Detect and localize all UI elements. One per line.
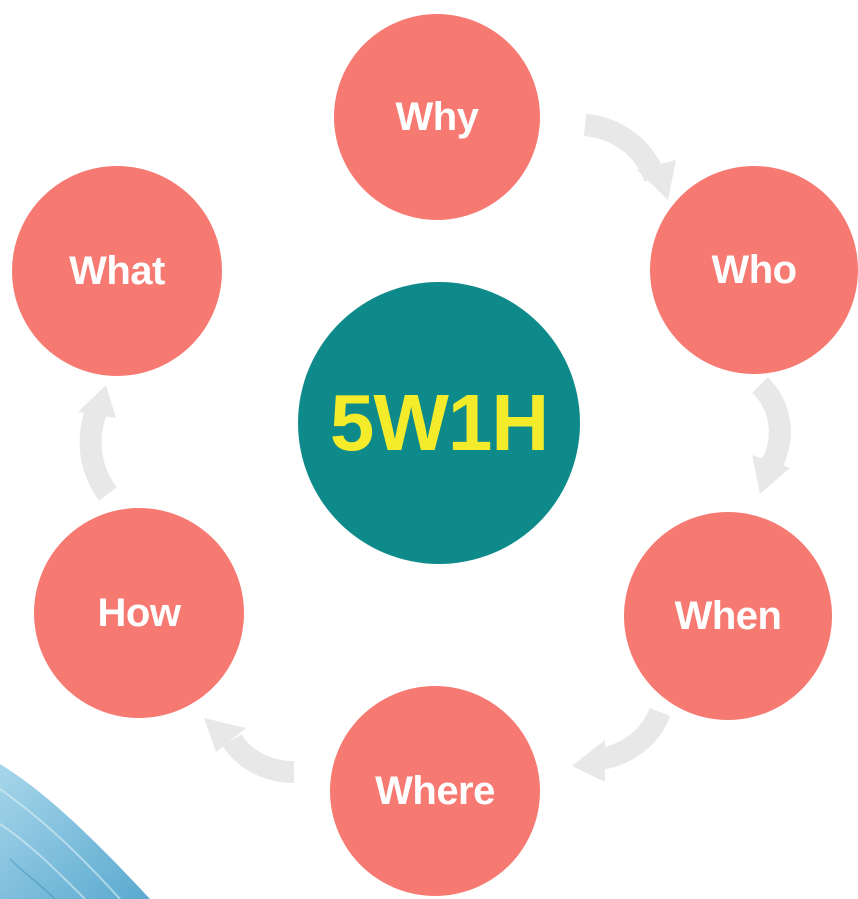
arrow-why-to-who — [583, 114, 676, 200]
arrow-how-to-what-head — [78, 385, 116, 418]
arrow-where-to-how-shaft — [222, 733, 295, 783]
arrow-where-to-how — [204, 718, 295, 783]
node-where: Where — [330, 686, 540, 896]
node-who: Who — [650, 166, 858, 374]
arrow-where-to-how-head — [204, 718, 246, 752]
center-node-5w1h: 5W1H — [298, 282, 580, 564]
node-how-label: How — [97, 590, 181, 635]
arrow-who-to-when-shaft — [751, 377, 791, 477]
node-where-label: Where — [375, 768, 495, 813]
node-what: What — [12, 166, 222, 376]
arrow-who-to-when — [751, 377, 791, 494]
node-when-label: When — [674, 593, 782, 638]
node-why-label: Why — [395, 94, 479, 139]
node-when: When — [624, 512, 832, 720]
watercolor-texture-decoration — [0, 764, 150, 899]
arrow-when-to-where-head — [572, 740, 605, 782]
node-what-label: What — [69, 248, 165, 293]
arrow-how-to-what-shaft — [79, 408, 118, 501]
node-who-label: Who — [711, 247, 797, 292]
node-why: Why — [334, 14, 540, 220]
center-title: 5W1H — [329, 378, 549, 467]
arrow-when-to-where — [572, 707, 671, 782]
arrow-how-to-what — [78, 385, 118, 501]
arrow-why-to-who-head — [637, 160, 676, 200]
arrow-when-to-where-shaft — [593, 707, 671, 771]
arrow-who-to-when-head — [752, 455, 790, 494]
node-how: How — [34, 508, 244, 718]
